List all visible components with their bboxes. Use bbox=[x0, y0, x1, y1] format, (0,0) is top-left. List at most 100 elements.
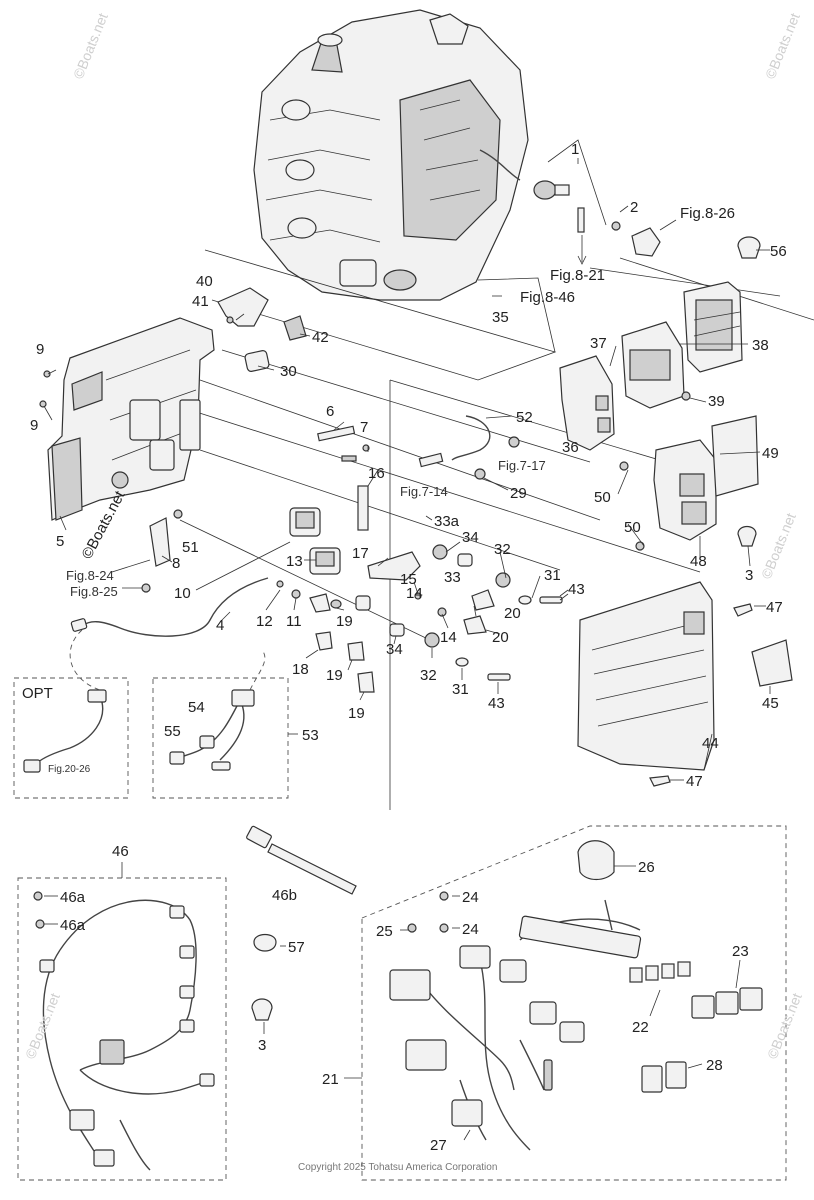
label-6: 6 bbox=[326, 403, 334, 420]
harness-52 bbox=[451, 415, 491, 461]
label-57: 57 bbox=[288, 939, 305, 956]
label-32a: 32 bbox=[494, 541, 511, 558]
label-19b: 19 bbox=[326, 667, 343, 684]
label-19c: 19 bbox=[348, 705, 365, 722]
bolt-50b bbox=[635, 541, 645, 551]
label-29: 29 bbox=[510, 485, 527, 502]
projection-lines bbox=[179, 249, 814, 810]
harness-53-box bbox=[152, 677, 289, 799]
bracket-38 bbox=[681, 281, 743, 401]
label-47b: 47 bbox=[686, 773, 703, 790]
nut-25 bbox=[407, 923, 417, 933]
label-28: 28 bbox=[706, 1057, 723, 1074]
label-53: 53 bbox=[302, 727, 319, 744]
ref-fig-7-14: Fig.7-14 bbox=[400, 484, 448, 499]
label-36: 36 bbox=[562, 439, 579, 456]
figure-refs: Fig.8-26 Fig.8-21 Fig.8-46 Fig.7-17 Fig.… bbox=[22, 205, 735, 775]
label-24a: 24 bbox=[462, 889, 479, 906]
bolt-51 bbox=[173, 509, 183, 519]
sensor-wire-4 bbox=[81, 577, 269, 637]
label-34a: 34 bbox=[462, 529, 479, 546]
watermark-4: ©Boats.net bbox=[758, 511, 799, 582]
label-24b: 24 bbox=[462, 921, 479, 938]
ref-fig-8-21: Fig.8-21 bbox=[550, 267, 605, 284]
grommet-57 bbox=[253, 933, 277, 952]
screw-47b bbox=[649, 775, 671, 787]
label-22: 22 bbox=[632, 1019, 649, 1036]
emblem-45 bbox=[751, 639, 793, 687]
label-51: 51 bbox=[182, 539, 199, 556]
relays-28 bbox=[641, 1061, 687, 1093]
label-14b: 14 bbox=[440, 629, 457, 646]
label-11: 11 bbox=[286, 613, 302, 630]
bolt-fig8-25 bbox=[141, 583, 151, 593]
bracket-40 bbox=[217, 287, 307, 341]
label-12: 12 bbox=[256, 613, 273, 630]
hanger-17 bbox=[367, 551, 421, 581]
label-3b: 3 bbox=[258, 1037, 266, 1054]
bolt-fig7-17 bbox=[508, 436, 520, 448]
gasket-49 bbox=[711, 415, 759, 497]
label-48: 48 bbox=[690, 553, 707, 570]
ecu-37 bbox=[621, 321, 685, 409]
ecu-48 bbox=[653, 439, 717, 541]
caps bbox=[309, 589, 495, 693]
label-16: 16 bbox=[368, 465, 385, 482]
label-46b: 46b bbox=[272, 887, 297, 904]
label-46a1: 46a bbox=[60, 889, 86, 906]
cable-tie-46b bbox=[246, 825, 357, 895]
bracket-6 bbox=[317, 425, 370, 462]
sensor-assembly bbox=[533, 139, 661, 265]
label-40: 40 bbox=[196, 273, 213, 290]
opt-box bbox=[13, 677, 129, 799]
watermark-6: ©Boats.net bbox=[764, 991, 805, 1062]
label-45: 45 bbox=[762, 695, 779, 712]
label-43a: 43 bbox=[568, 581, 585, 598]
electrical-box bbox=[39, 317, 215, 521]
label-26: 26 bbox=[638, 859, 655, 876]
grommets bbox=[389, 544, 563, 681]
label-27: 27 bbox=[430, 1137, 447, 1154]
label-50b: 50 bbox=[624, 519, 641, 536]
cover-44 bbox=[577, 581, 715, 771]
label-46: 46 bbox=[112, 843, 129, 860]
label-30: 30 bbox=[280, 363, 297, 380]
label-20b: 20 bbox=[492, 629, 509, 646]
label-33a: 33a bbox=[434, 513, 460, 530]
relay-10 bbox=[289, 507, 321, 537]
label-10: 10 bbox=[174, 585, 191, 602]
engine-block bbox=[253, 9, 529, 301]
watermark-2: ©Boats.net bbox=[762, 11, 803, 82]
label-5: 5 bbox=[56, 533, 64, 550]
harness-53 bbox=[169, 649, 266, 771]
label-7: 7 bbox=[360, 419, 368, 436]
label-17: 17 bbox=[352, 545, 369, 562]
copyright: Copyright 2025 Tohatsu America Corporati… bbox=[298, 1162, 497, 1173]
label-43b: 43 bbox=[488, 695, 505, 712]
label-15: 15 bbox=[400, 571, 417, 588]
label-42: 42 bbox=[312, 329, 329, 346]
nut-24b bbox=[439, 923, 449, 933]
label-41: 41 bbox=[192, 293, 209, 310]
label-23: 23 bbox=[732, 943, 749, 960]
label-56: 56 bbox=[770, 243, 787, 260]
ref-fig-20-26: Fig.20-26 bbox=[48, 764, 91, 775]
label-1: 1 bbox=[571, 141, 579, 158]
label-46a2: 46a bbox=[60, 917, 86, 934]
clamp-3b bbox=[251, 998, 273, 1021]
label-13: 13 bbox=[286, 553, 303, 570]
fuses-22 bbox=[629, 961, 691, 983]
label-55: 55 bbox=[164, 723, 181, 740]
leader-lines bbox=[43, 158, 771, 1141]
cap-26 bbox=[577, 840, 615, 881]
bracket-8 bbox=[149, 517, 171, 567]
label-31a: 31 bbox=[544, 567, 561, 584]
label-3a: 3 bbox=[745, 567, 753, 584]
watermark-5: ©Boats.net bbox=[22, 991, 63, 1062]
harness-21 bbox=[389, 899, 642, 1151]
label-37: 37 bbox=[590, 335, 607, 352]
label-39: 39 bbox=[708, 393, 725, 410]
label-52: 52 bbox=[516, 409, 533, 426]
ecu-36 bbox=[559, 355, 615, 451]
